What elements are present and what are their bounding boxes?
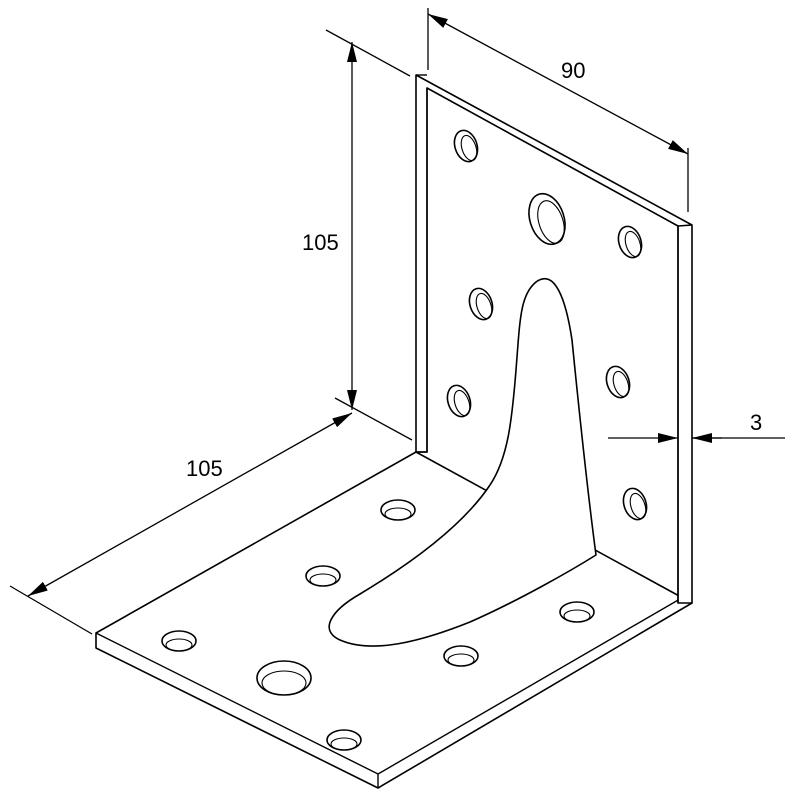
dimension-width-label: 90 — [561, 58, 585, 83]
dimension-depth-label: 105 — [186, 456, 223, 481]
dimension-thickness: 3 — [608, 410, 785, 443]
dimension-depth: 105 — [9, 412, 353, 635]
gusset-rib — [328, 278, 597, 647]
hole — [380, 499, 416, 521]
hole — [443, 645, 479, 667]
hole — [468, 287, 494, 321]
dimension-height-label: 105 — [302, 230, 339, 255]
hole — [559, 601, 595, 623]
large-hole — [528, 192, 566, 246]
large-hole — [256, 660, 312, 696]
hole — [161, 630, 197, 652]
dimension-thickness-label: 3 — [750, 410, 762, 435]
hole — [605, 365, 631, 399]
dimension-width: 90 — [427, 8, 689, 212]
dimension-height: 105 — [302, 29, 413, 441]
hole — [453, 129, 479, 163]
hole — [622, 487, 648, 521]
hole — [305, 565, 341, 587]
hole — [617, 225, 643, 259]
hole — [326, 729, 362, 751]
hole — [446, 384, 472, 418]
